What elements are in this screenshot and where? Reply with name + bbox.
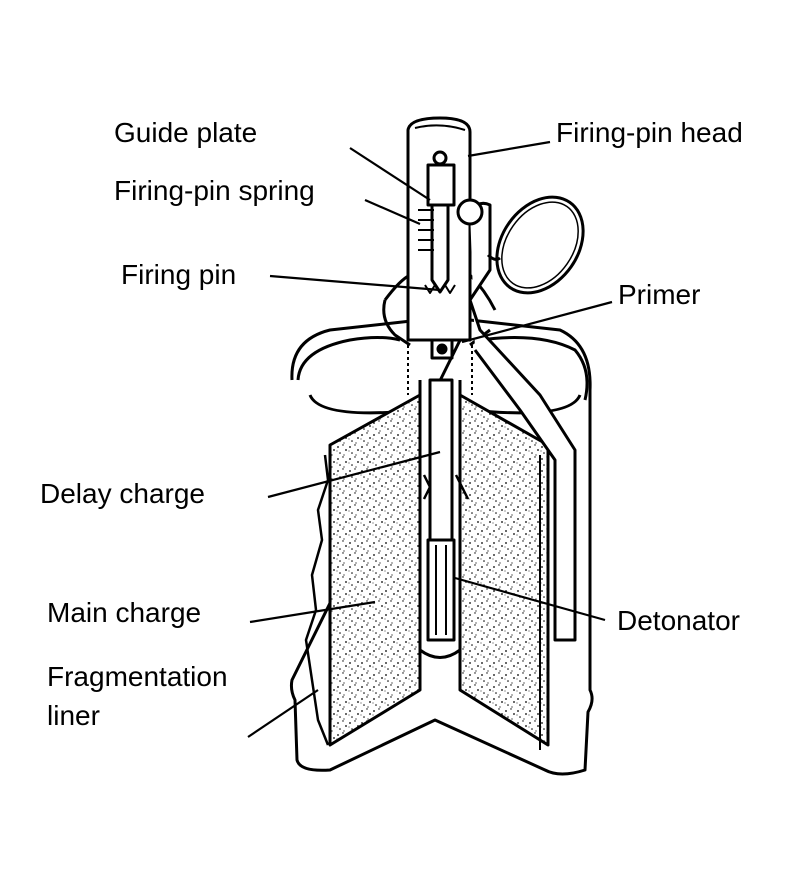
label-firing-pin-head: Firing-pin head	[556, 117, 743, 148]
leader-primer	[461, 300, 613, 344]
leader-guide-plate	[349, 147, 431, 201]
label-main-charge: Main charge	[47, 597, 202, 628]
fragmentation-liner	[304, 454, 330, 746]
leader-firing-pin-head	[467, 140, 551, 158]
label-delay-charge: Delay charge	[40, 478, 205, 509]
label-primer: Primer	[618, 279, 701, 310]
leader-firing-pin-spring	[364, 198, 421, 226]
safety-pin	[486, 253, 501, 261]
pull-ring-inner	[501, 201, 579, 289]
label-guide-plate: Guide plate	[114, 117, 258, 148]
firing-pin-head	[426, 163, 456, 207]
fuse-threads	[407, 345, 473, 395]
leader-fragmentation-liner	[247, 689, 319, 738]
detonator	[426, 538, 456, 642]
leader-firing-pin	[269, 274, 441, 292]
guide-plate-pivot	[432, 150, 448, 166]
grenade-top-dome	[296, 336, 589, 401]
leader-detonator	[454, 576, 606, 622]
delay-charge-tube	[428, 378, 454, 542]
main-charge-left	[328, 393, 422, 747]
label-fragmentation-liner-1: Fragmentation	[47, 661, 228, 692]
label-firing-pin-spring: Firing-pin spring	[114, 175, 315, 206]
label-firing-pin: Firing pin	[121, 259, 237, 290]
label-fragmentation-liner-2: liner	[47, 700, 100, 731]
lever-pivot	[456, 198, 484, 226]
leader-delay-charge	[267, 450, 441, 499]
main-charge-right	[458, 393, 550, 747]
pull-ring	[495, 195, 585, 295]
firing-pin-spring	[418, 209, 434, 251]
delay-charge-clips	[422, 474, 470, 500]
leader-lines	[247, 140, 613, 738]
leader-main-charge	[249, 600, 376, 624]
label-detonator: Detonator	[617, 605, 740, 636]
firing-pin	[430, 205, 450, 294]
